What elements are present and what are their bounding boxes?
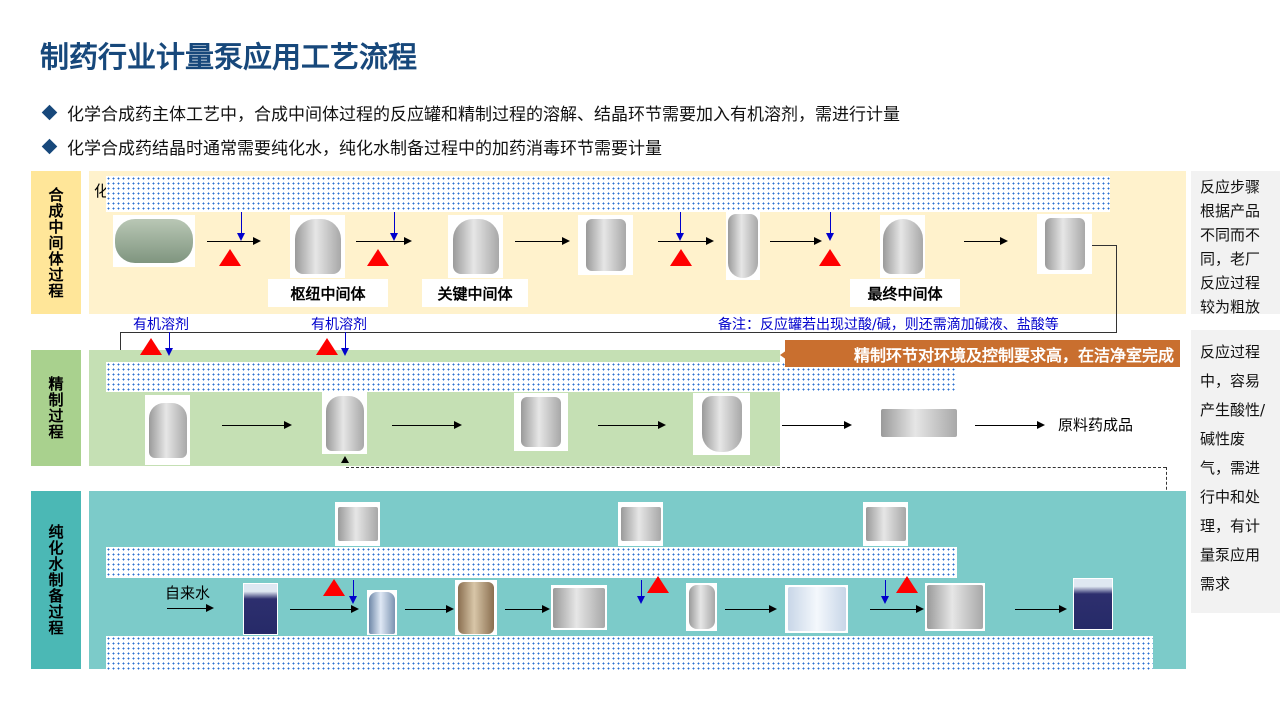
pump-marker-icon <box>323 579 345 596</box>
dashed-connector <box>346 467 1166 468</box>
flow-arrow <box>782 421 852 429</box>
raw-water-tank-image <box>243 583 278 635</box>
pump-marker-icon <box>367 249 389 266</box>
pump-marker-icon <box>140 338 162 355</box>
reactor-image <box>880 215 925 278</box>
dosing-arrow <box>637 580 645 604</box>
flow-arrow <box>207 237 261 245</box>
reactor-image <box>290 215 345 278</box>
connector-line <box>120 332 1117 333</box>
centrifuge-image <box>1037 214 1092 274</box>
centrifuge-image <box>514 393 568 451</box>
solvent-label: 有机溶剂 <box>311 317 367 333</box>
diamond-bullet-icon <box>41 138 58 155</box>
dosing-arrow <box>237 212 245 241</box>
flow-arrow <box>392 421 462 429</box>
finished-api-label: 原料药成品 <box>1058 416 1134 434</box>
crystallizer-image <box>726 212 760 280</box>
storage-tank-image <box>113 215 195 267</box>
flow-arrow <box>770 237 822 245</box>
flow-arrow <box>598 421 666 429</box>
flow-arrow <box>1015 605 1067 613</box>
water-section-label: 纯化水制备过程 <box>31 491 81 669</box>
packaging-machine-image <box>878 400 960 445</box>
dotted-placeholder <box>106 176 1110 212</box>
centrifuge-image <box>578 215 633 275</box>
pump-marker-icon <box>670 249 692 266</box>
dryer-image <box>693 393 750 455</box>
water-tank-image <box>551 585 607 630</box>
bullet-2: 化学合成药结晶时通常需要纯化水，纯化水制备过程中的加药消毒环节需要计量 <box>41 134 662 159</box>
connector-line <box>1092 245 1116 246</box>
flow-arrow <box>505 605 550 613</box>
partial-text: 化 <box>94 182 110 200</box>
security-filter-image <box>686 583 717 631</box>
flow-arrow <box>222 421 292 429</box>
flow-arrow <box>167 604 214 612</box>
dotted-placeholder <box>106 636 1153 672</box>
reactor-image <box>448 215 503 278</box>
acid-base-remark: 备注：反应罐若出现过酸/碱，则还需滴加碱液、盐酸等 <box>718 317 1059 333</box>
diamond-bullet-icon <box>41 104 58 121</box>
bullet-text: 化学合成药主体工艺中，合成中间体过程的反应罐和精制过程的溶解、结晶环节需要加入有… <box>67 105 900 125</box>
flow-arrow <box>725 605 777 613</box>
dosing-unit-image <box>618 502 663 546</box>
refining-section-label: 精制过程 <box>31 350 81 466</box>
dosing-arrow <box>349 580 357 604</box>
dosing-unit-image <box>335 502 380 546</box>
dosing-arrow <box>390 212 398 241</box>
dotted-placeholder <box>106 362 957 392</box>
sand-filter-image <box>367 590 397 635</box>
synthesis-note: 反应步骤根据产品不同而不同，老厂反应过程较为粗放 <box>1191 171 1280 316</box>
flow-arrow <box>658 237 714 245</box>
edi-unit-image <box>925 583 985 631</box>
dosing-arrow <box>826 212 834 241</box>
flow-arrow <box>290 605 359 613</box>
pump-marker-icon <box>219 249 241 266</box>
pump-marker-icon <box>316 338 338 355</box>
flow-arrow <box>964 237 1008 245</box>
dissolving-tank-image <box>145 395 190 465</box>
bullet-1: 化学合成药主体工艺中，合成中间体过程的反应罐和精制过程的溶解、结晶环节需要加入有… <box>41 100 900 125</box>
callout-pointer <box>780 345 794 365</box>
flow-arrow <box>870 605 924 613</box>
carbon-filter-image <box>455 580 497 635</box>
dosing-unit-image <box>863 502 908 546</box>
refining-note: 反应过程中，容易产生酸性/碱性废气，需进行中和处理，有计量泵应用需求 <box>1191 330 1280 613</box>
hub-intermediate-label: 枢纽中间体 <box>268 279 388 307</box>
tap-water-label: 自来水 <box>165 584 211 602</box>
pump-marker-icon <box>647 576 669 593</box>
flow-arrow <box>515 237 570 245</box>
flow-arrow <box>975 421 1045 429</box>
key-intermediate-label: 关键中间体 <box>422 279 528 307</box>
dosing-arrow <box>676 212 684 241</box>
dosing-arrow <box>165 332 173 356</box>
arrowhead-up-icon <box>341 456 349 463</box>
crystallization-tank-image <box>322 392 367 454</box>
final-intermediate-label: 最终中间体 <box>850 279 960 307</box>
synthesis-section-label: 合成中间体过程 <box>31 171 81 314</box>
flow-arrow <box>405 605 454 613</box>
pump-marker-icon <box>819 249 841 266</box>
solvent-label: 有机溶剂 <box>133 317 189 333</box>
dosing-arrow <box>341 332 349 356</box>
purified-water-tank-image <box>1073 578 1113 630</box>
dotted-placeholder <box>106 547 957 578</box>
page-title: 制药行业计量泵应用工艺流程 <box>40 40 418 74</box>
dosing-arrow <box>881 580 889 604</box>
pump-marker-icon <box>896 576 918 593</box>
ro-unit-image <box>785 585 848 633</box>
bullet-text: 化学合成药结晶时通常需要纯化水，纯化水制备过程中的加药消毒环节需要计量 <box>67 139 662 159</box>
flow-arrow <box>356 237 412 245</box>
connector-line <box>1116 245 1117 333</box>
clean-room-callout: 精制环节对环境及控制要求高，在洁净室完成 <box>785 340 1180 367</box>
